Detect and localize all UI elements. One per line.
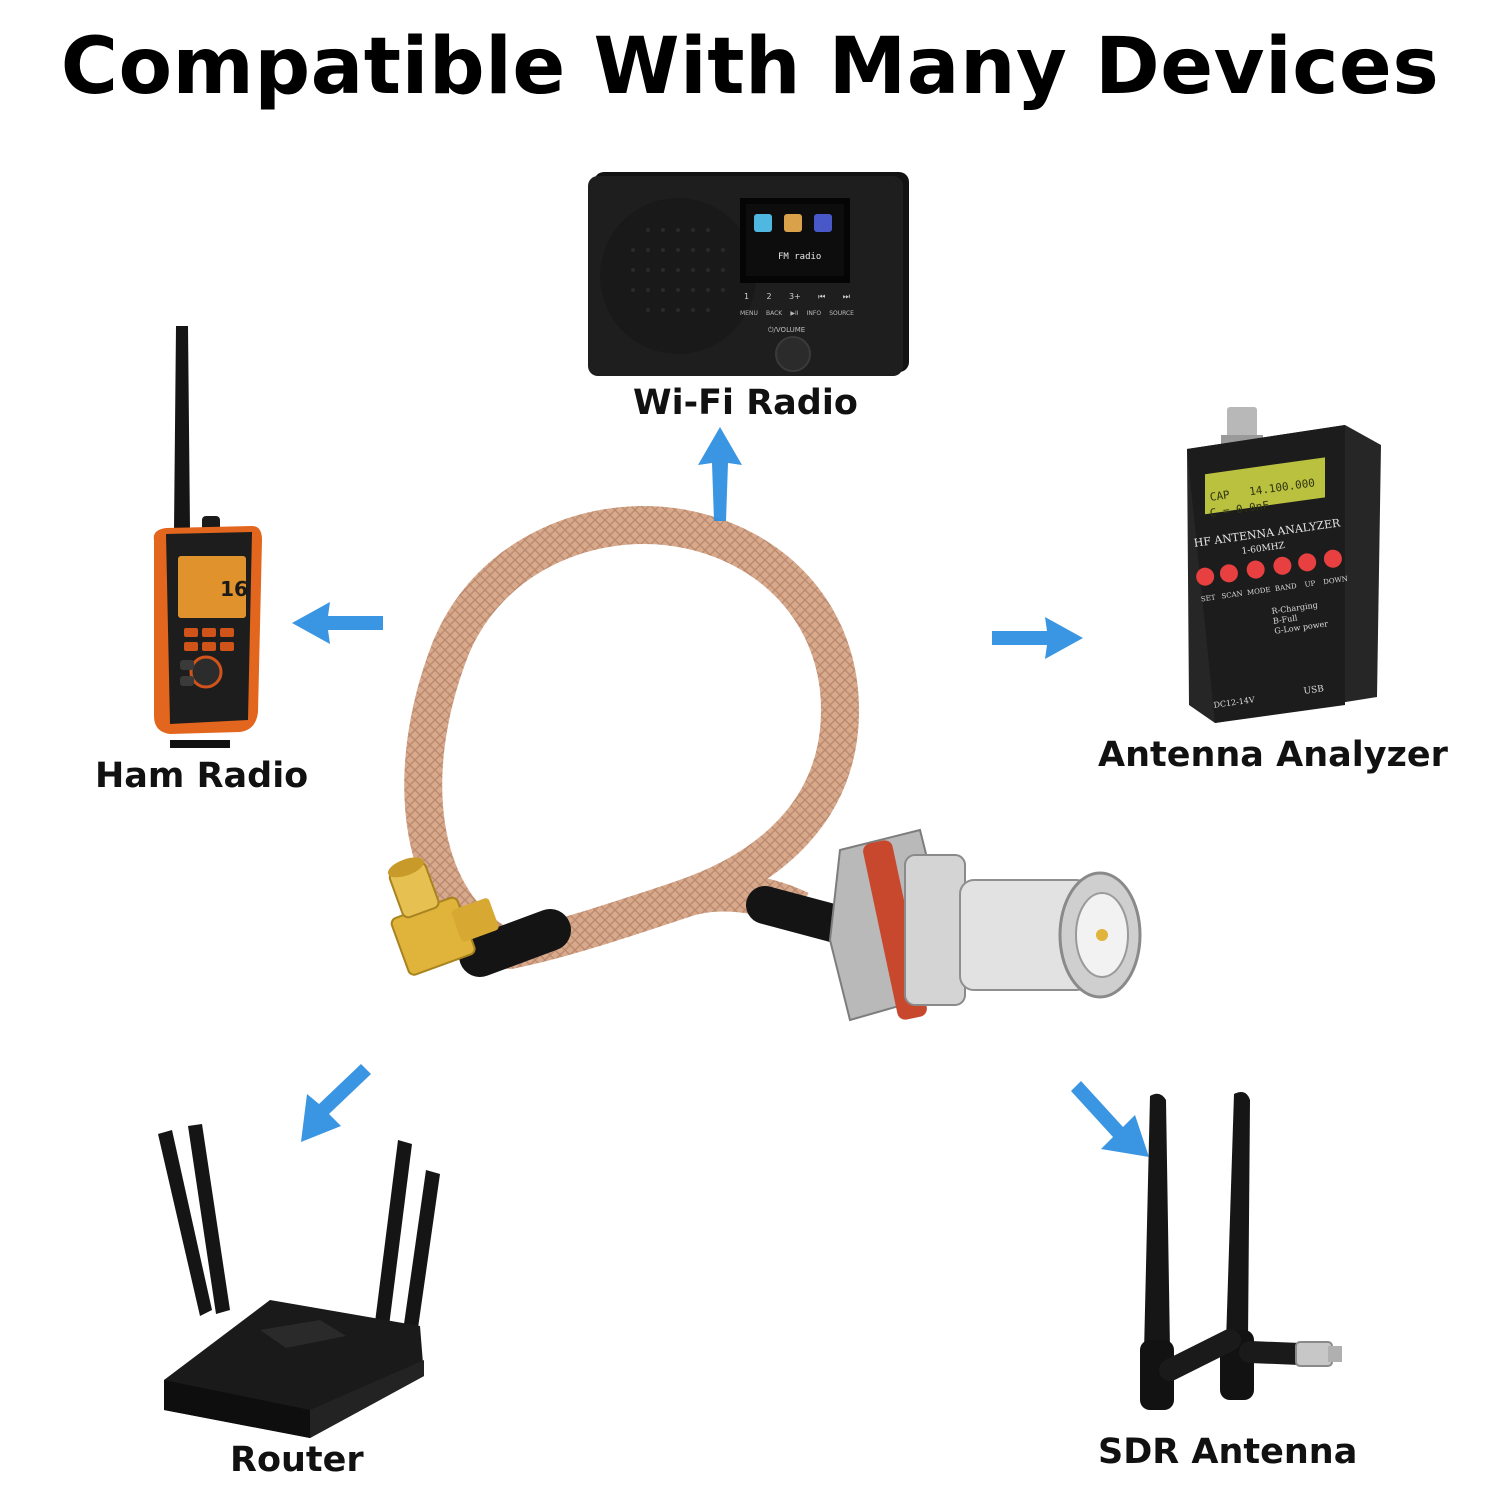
- arrow-left-icon: [290, 600, 385, 646]
- arrow-up-icon: [690, 425, 750, 525]
- router-label: Router: [230, 1440, 364, 1480]
- wifi-radio-key-menu: MENU: [740, 310, 758, 317]
- wifi-radio-preset-3: 3+: [788, 292, 801, 301]
- sdr-antenna-label: SDR Antenna: [1098, 1432, 1358, 1472]
- arrow-down-right-icon: [1065, 1075, 1155, 1160]
- wifi-radio-key-play: ▶II: [790, 310, 799, 317]
- wifi-radio-label: Wi-Fi Radio: [633, 383, 858, 423]
- router-image: [150, 1120, 450, 1440]
- antenna-analyzer-label: Antenna Analyzer: [1098, 735, 1448, 775]
- ham-radio-image: 16: [140, 320, 270, 750]
- wifi-radio-prev-icon: ⏮: [818, 292, 826, 301]
- analyzer-scan-button[interactable]: SCAN: [1217, 563, 1243, 603]
- analyzer-up-label: UP: [1304, 579, 1316, 589]
- wifi-radio-next-icon: ⏭: [842, 292, 850, 301]
- analyzer-mode-button[interactable]: MODE: [1243, 559, 1272, 599]
- analyzer-scan-label: SCAN: [1221, 589, 1244, 601]
- analyzer-mode-label: MODE: [1246, 585, 1272, 597]
- analyzer-down-label: DOWN: [1322, 574, 1349, 587]
- sdr-antenna-image: [1130, 1090, 1345, 1430]
- analyzer-band-label: BAND: [1274, 582, 1298, 594]
- wifi-radio-key-row: MENU BACK ▶II INFO SOURCE: [740, 310, 854, 317]
- wifi-radio-preset-1: 1: [744, 292, 750, 301]
- analyzer-down-button[interactable]: DOWN: [1319, 548, 1349, 588]
- arrow-right-icon: [990, 615, 1085, 661]
- arrow-down-left-icon: [295, 1060, 375, 1145]
- wifi-radio-key-source: SOURCE: [829, 310, 854, 317]
- wifi-radio-volume-knob: [775, 336, 811, 372]
- analyzer-set-label: SET: [1200, 593, 1216, 604]
- ham-radio-display-number: 16: [220, 577, 248, 601]
- wifi-radio-knob-label: ⏻/VOLUME: [768, 326, 806, 334]
- analyzer-up-button[interactable]: UP: [1296, 552, 1320, 591]
- wifi-radio-button-row: 1 2 3+ ⏮ ⏭: [744, 292, 850, 302]
- wifi-radio-key-back: BACK: [765, 310, 783, 317]
- page-title: Compatible With Many Devices: [60, 22, 1440, 112]
- cable-image: [360, 480, 1200, 1080]
- wifi-radio-preset-2: 2: [766, 292, 772, 301]
- ham-radio-label: Ham Radio: [95, 756, 309, 796]
- wifi-radio-key-info: INFO: [806, 310, 822, 317]
- wifi-radio-image: FM radio 1 2 3+ ⏮ ⏭ MENU BACK ▶II INFO S…: [588, 170, 913, 380]
- antenna-analyzer-image: CAP 14.100.000 C = 0.0nF HF ANTENNA ANAL…: [1185, 405, 1385, 725]
- analyzer-band-button[interactable]: BAND: [1271, 555, 1298, 595]
- wifi-radio-screen-text: FM radio: [778, 252, 822, 262]
